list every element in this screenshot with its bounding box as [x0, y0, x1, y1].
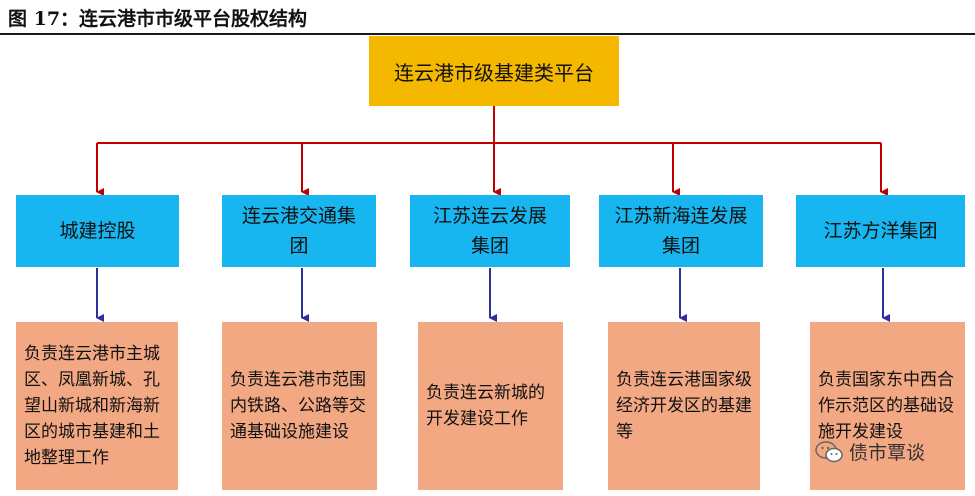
desc-box-jiaotong: 负责连云港市范围内铁路、公路等交通基础设施建设	[222, 322, 377, 490]
child-box-xinhailian: 江苏新海连发展集团	[599, 195, 763, 267]
root-platform-box: 连云港市级基建类平台	[369, 36, 619, 106]
desc-box-fangyang: 负责国家东中西合作示范区的基础设施开发建设	[810, 322, 965, 490]
child-box-lianyun: 江苏连云发展集团	[410, 195, 570, 267]
child-box-fangyang: 江苏方洋集团	[796, 195, 965, 267]
watermark-text: 债市覃谈	[849, 442, 926, 464]
child-box-chengjian: 城建控股	[16, 195, 179, 267]
wechat-icon	[815, 440, 843, 462]
child-box-jiaotong: 连云港交通集团	[222, 195, 376, 267]
figure-title: 图 17：连云港市市级平台股权结构	[8, 8, 308, 30]
desc-box-lianyun: 负责连云新城的开发建设工作	[418, 322, 563, 490]
desc-box-xinhailian: 负责连云港国家级经济开发区的基建等	[608, 322, 760, 490]
watermark: 债市覃谈	[815, 438, 925, 465]
title-divider	[0, 33, 975, 35]
desc-box-chengjian: 负责连云港市主城区、凤凰新城、孔望山新城和新海新区的城市基建和土地整理工作	[16, 322, 178, 490]
